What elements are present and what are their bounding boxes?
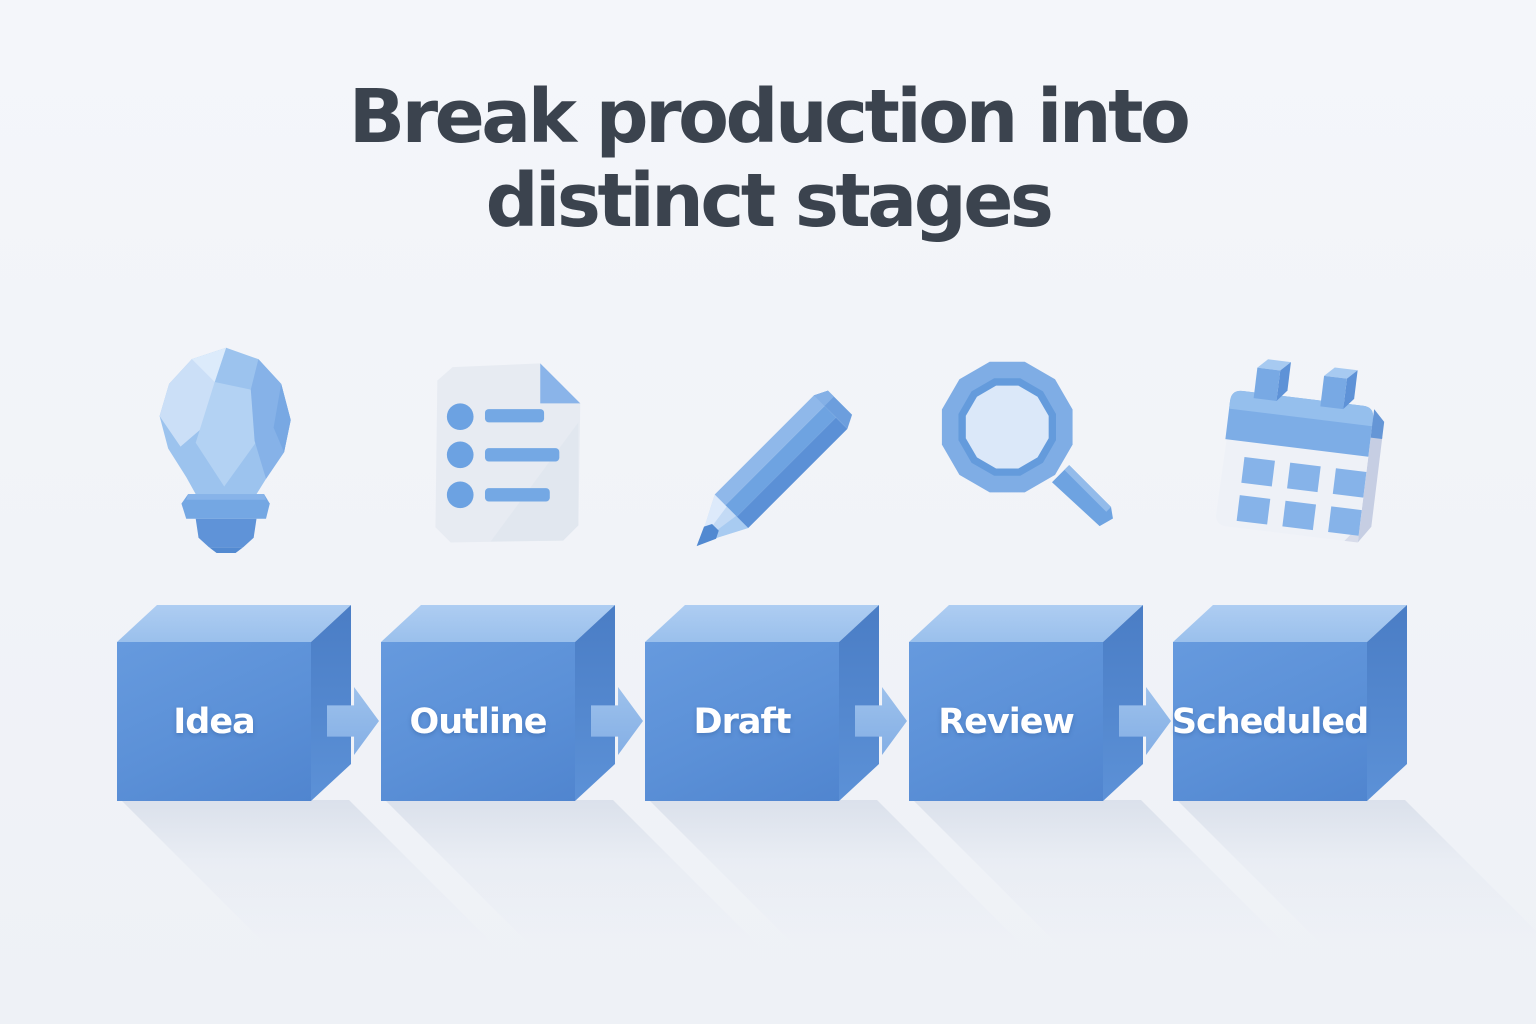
cube-front-face: [645, 642, 839, 801]
pencil-icon: [696, 390, 853, 547]
document-list-icon: [435, 363, 581, 543]
cube-side-face: [575, 605, 615, 801]
cube-top-face: [645, 605, 879, 642]
cube-side-face: [1103, 605, 1143, 801]
cube-front-face: [117, 642, 311, 801]
title-line-1: Break production into: [348, 74, 1191, 160]
title-line-2: distinct stages: [485, 157, 1054, 244]
cube-top-face: [117, 605, 351, 642]
cube-top-face: [909, 605, 1143, 642]
stage-box-scheduled: Scheduled: [1171, 605, 1536, 950]
stage-box-outline: Outline: [381, 605, 763, 950]
stage-box-draft: Draft: [645, 605, 1027, 950]
cube-side-face: [311, 605, 351, 801]
calendar-icon: [1216, 359, 1385, 543]
cube-top-face: [1173, 605, 1407, 642]
stage-label: Outline: [409, 701, 547, 742]
cube-side-face: [839, 605, 879, 801]
cube-front-face: [909, 642, 1103, 801]
lightbulb-icon: [159, 347, 291, 553]
stage-label: Scheduled: [1171, 701, 1369, 742]
stage-label: Draft: [693, 701, 792, 742]
cube-top-face: [381, 605, 615, 642]
stage-label: Review: [938, 701, 1075, 742]
magnifying-glass-icon: [941, 361, 1113, 527]
cube-front-face: [1173, 642, 1367, 801]
cube-front-face: [381, 642, 575, 801]
stage-box-idea: Idea: [117, 605, 499, 950]
stage-box-review: Review: [909, 605, 1291, 950]
stage-label: Idea: [173, 701, 255, 742]
cube-side-face: [1367, 605, 1407, 801]
